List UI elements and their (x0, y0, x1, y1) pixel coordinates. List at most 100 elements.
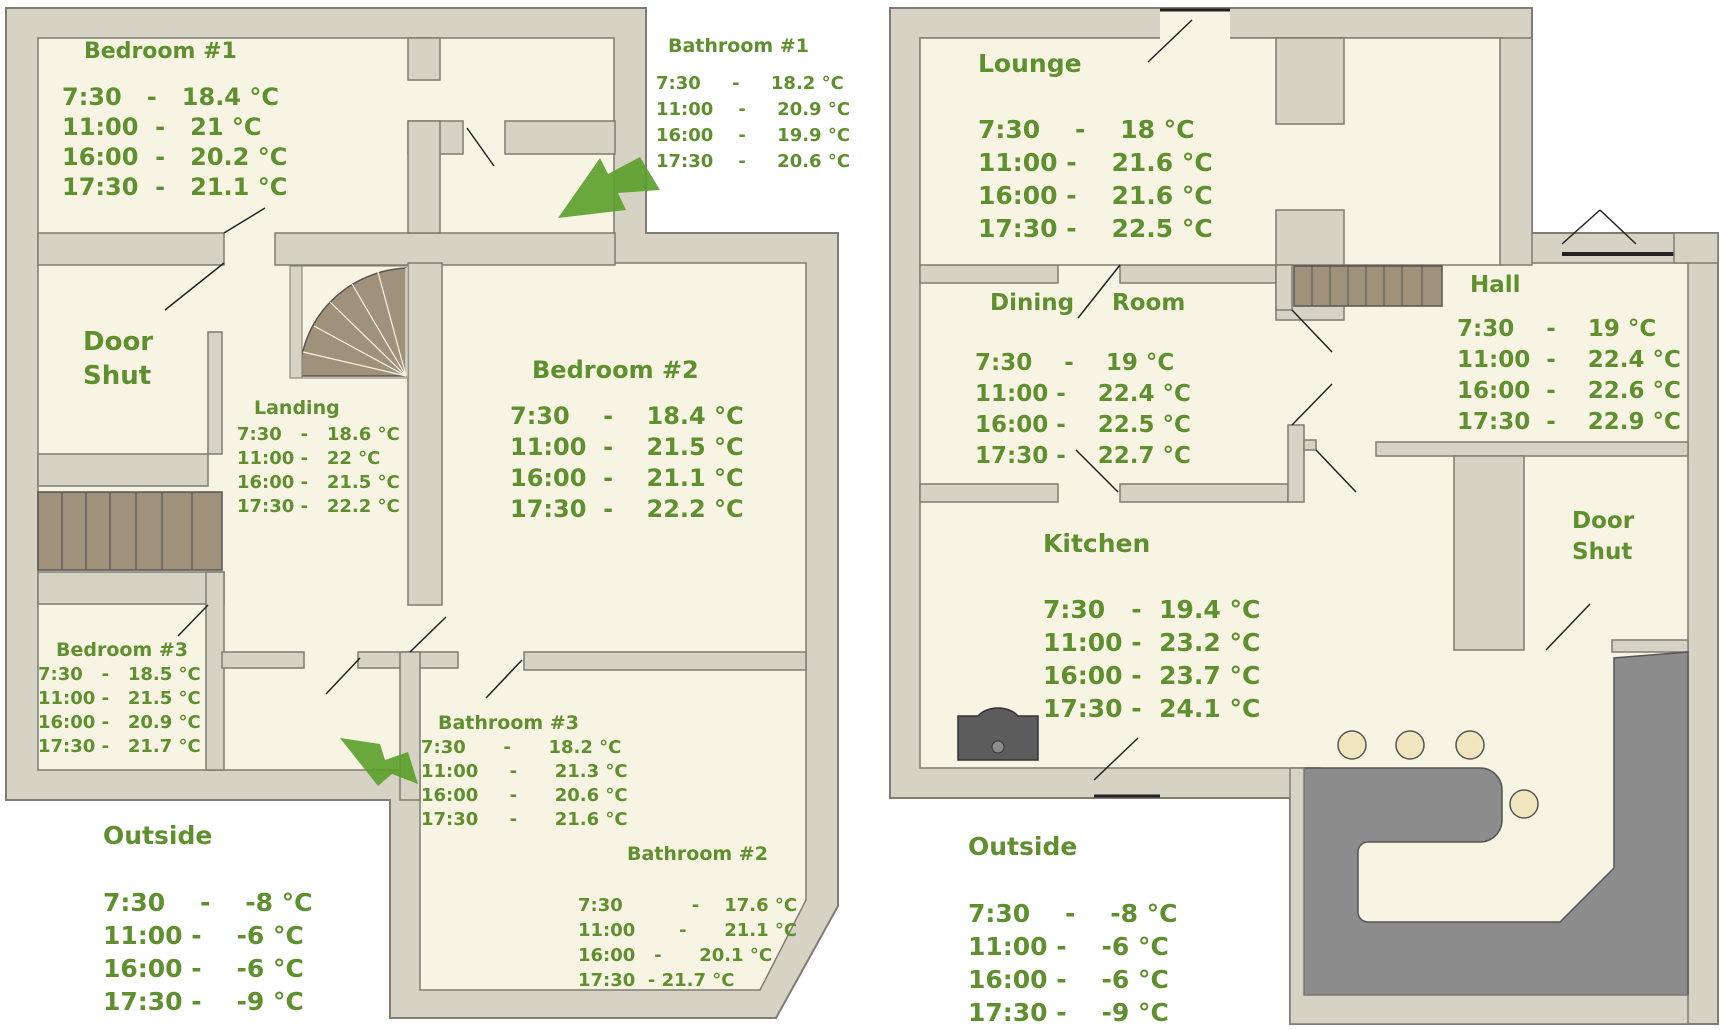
inflow-arrow-icon (558, 157, 660, 218)
room-bedroom2: Bedroom #2 7:30 - 18.4 °C 11:00 - 21.5 °… (510, 356, 744, 523)
temperature-reading: 11:00 - 21.6 °C (978, 148, 1213, 177)
upstairs-plan (5, 7, 839, 1019)
room-name: Kitchen (1043, 529, 1150, 558)
temperature-reading: 16:00 - 22.6 °C (1457, 378, 1681, 404)
room-name: Room (1112, 290, 1185, 316)
temperature-reading: 17:30 - 21.7 °C (578, 970, 734, 991)
temperature-reading: 7:30 - 18.5 °C (38, 664, 201, 685)
temperature-reading: 17:30 - 21.6 °C (421, 809, 628, 830)
temperature-reading: 16:00 - -6 °C (103, 954, 304, 983)
temperature-reading: 11:00 - 21.3 °C (421, 761, 628, 782)
chimney (1275, 37, 1345, 125)
temperature-reading: 17:30 - 22.5 °C (978, 214, 1213, 243)
room-name: Hall (1470, 272, 1521, 298)
room-bedroom1: Bedroom #1 7:30 - 18.4 °C 11:00 - 21 °C … (62, 39, 287, 201)
room-kitchen: Kitchen 7:30 - 19.4 °C 11:00 - 23.2 °C 1… (1043, 529, 1260, 723)
room-name: Dining (990, 290, 1074, 316)
hall-stairs (1293, 265, 1443, 307)
room-bathroom2: Bathroom #2 7:30 - 17.6 °C 11:00 - 21.1 … (578, 843, 797, 991)
upstairs-door-shut-label: Door Shut (83, 327, 153, 391)
room-name: Lounge (978, 49, 1082, 78)
temperature-reading: 16:00 - 23.7 °C (1043, 661, 1260, 690)
temperature-reading: 17:30 - 22.2 °C (510, 495, 744, 523)
porch-wall (1673, 232, 1719, 264)
temperature-reading: 7:30 - 17.6 °C (578, 895, 797, 916)
temperature-reading: 11:00 - 23.2 °C (1043, 628, 1260, 657)
temperature-reading: 11:00 - 21.5 °C (510, 433, 744, 461)
temperature-reading: 16:00 - 20.9 °C (38, 712, 201, 733)
room-lounge: Lounge 7:30 - 18 °C 11:00 - 21.6 °C 16:0… (978, 49, 1213, 243)
room-name: Bathroom #3 (438, 712, 579, 734)
door-shut-text: Shut (83, 361, 151, 391)
room-name: Bathroom #1 (668, 35, 809, 57)
upstairs-straight-stairs (37, 491, 223, 571)
lounge-gap-wall (1160, 10, 1230, 40)
dining-right-wall (1275, 264, 1293, 311)
temperature-reading: 17:30 - 20.6 °C (656, 151, 850, 172)
temperature-reading: 16:00 - 20.1 °C (578, 945, 772, 966)
room-name: Bedroom #2 (532, 356, 699, 384)
upstairs-doors (164, 127, 523, 699)
lounge-floor (919, 37, 1503, 266)
door-shut-text: Shut (1572, 539, 1632, 565)
kitchen-counter (1303, 651, 1689, 996)
temperature-reading: 16:00 - 20.2 °C (62, 143, 287, 171)
room-name: Bathroom #2 (627, 843, 768, 865)
temperature-reading: 11:00 - 22.4 °C (1457, 347, 1681, 373)
temperature-reading: 11:00 - 21.1 °C (578, 920, 797, 941)
temperature-reading: 17:30 - 22.9 °C (1457, 409, 1681, 435)
temperature-reading: 16:00 - 21.1 °C (510, 464, 744, 492)
inflow-arrow-icon (340, 738, 418, 786)
room-bathroom3: Bathroom #3 7:30 - 18.2 °C 11:00 - 21.3 … (421, 712, 628, 830)
temperature-reading: 17:30 - -9 °C (968, 998, 1169, 1027)
temperature-reading: 16:00 - 20.6 °C (421, 785, 628, 806)
temperature-reading: 17:30 - -9 °C (103, 987, 304, 1016)
room-name: Bedroom #1 (84, 39, 237, 64)
temperature-reading: 11:00 - 20.9 °C (656, 99, 850, 120)
lounge-bottom-wall (1275, 209, 1345, 266)
temperature-reading: 16:00 - 19.9 °C (656, 125, 850, 146)
room-name: Landing (254, 397, 340, 419)
temperature-reading: 17:30 - 22.7 °C (975, 443, 1191, 469)
lounge-right-wall (1499, 37, 1533, 266)
temperature-reading: 16:00 - -6 °C (968, 965, 1169, 994)
spiral-stairs (289, 265, 409, 379)
room-name: Bedroom #3 (56, 639, 188, 661)
temperature-reading: 7:30 - 19.4 °C (1043, 595, 1260, 624)
door-shut-text: Door (83, 327, 153, 357)
room-hall: Hall 7:30 - 19 °C 11:00 - 22.4 °C 16:00 … (1457, 272, 1681, 435)
temperature-reading: 7:30 - 18 °C (978, 115, 1195, 144)
temperature-reading: 7:30 - 18.2 °C (656, 73, 844, 94)
temperature-reading: 7:30 - -8 °C (103, 888, 313, 917)
temperature-reading: 17:30 - 24.1 °C (1043, 694, 1260, 723)
temperature-reading: 17:30 - 22.2 °C (237, 496, 400, 517)
temperature-reading: 16:00 - 21.5 °C (237, 472, 400, 493)
room-landing: Landing 7:30 - 18.6 °C 11:00 - 22 °C 16:… (237, 397, 400, 517)
downstairs-door-shut-label: Door Shut (1572, 508, 1635, 565)
temperature-reading: 11:00 - 21.5 °C (38, 688, 201, 709)
temperature-reading: 7:30 - 18.4 °C (510, 402, 744, 430)
temperature-reading: 17:30 - 21.1 °C (62, 173, 287, 201)
door-shut-text: Door (1572, 508, 1635, 534)
bar-stool-icon (1337, 730, 1539, 819)
downstairs-plan (889, 7, 1719, 1025)
temperature-reading: 7:30 - 19 °C (975, 350, 1174, 376)
temperature-reading: 11:00 - -6 °C (968, 932, 1169, 961)
temperature-reading: 11:00 - 21 °C (62, 113, 262, 141)
room-bedroom3: Bedroom #3 7:30 - 18.5 °C 11:00 - 21.5 °… (38, 639, 201, 757)
temperature-reading: 7:30 - 18.4 °C (62, 83, 279, 111)
downstairs-doors (1075, 19, 1637, 781)
outside-label: Outside (103, 821, 212, 850)
temperature-reading: 16:00 - 21.6 °C (978, 181, 1213, 210)
temperature-reading: 16:00 - 22.5 °C (975, 412, 1191, 438)
upstairs-outside: Outside 7:30 - -8 °C 11:00 - -6 °C 16:00… (103, 821, 313, 1016)
temperature-reading: 7:30 - -8 °C (968, 899, 1178, 928)
temperature-reading: 11:00 - 22.4 °C (975, 381, 1191, 407)
downstairs-outside: Outside 7:30 - -8 °C 11:00 - -6 °C 16:00… (968, 832, 1178, 1027)
temperature-reading: 11:00 - 22 °C (237, 448, 380, 469)
temperature-reading: 7:30 - 18.6 °C (237, 424, 400, 445)
temperature-reading: 7:30 - 18.2 °C (421, 737, 621, 758)
temperature-reading: 7:30 - 19 °C (1457, 316, 1656, 342)
temperature-reading: 17:30 - 21.7 °C (38, 736, 201, 757)
room-bathroom1: Bathroom #1 7:30 - 18.2 °C 11:00 - 20.9 … (656, 35, 850, 172)
